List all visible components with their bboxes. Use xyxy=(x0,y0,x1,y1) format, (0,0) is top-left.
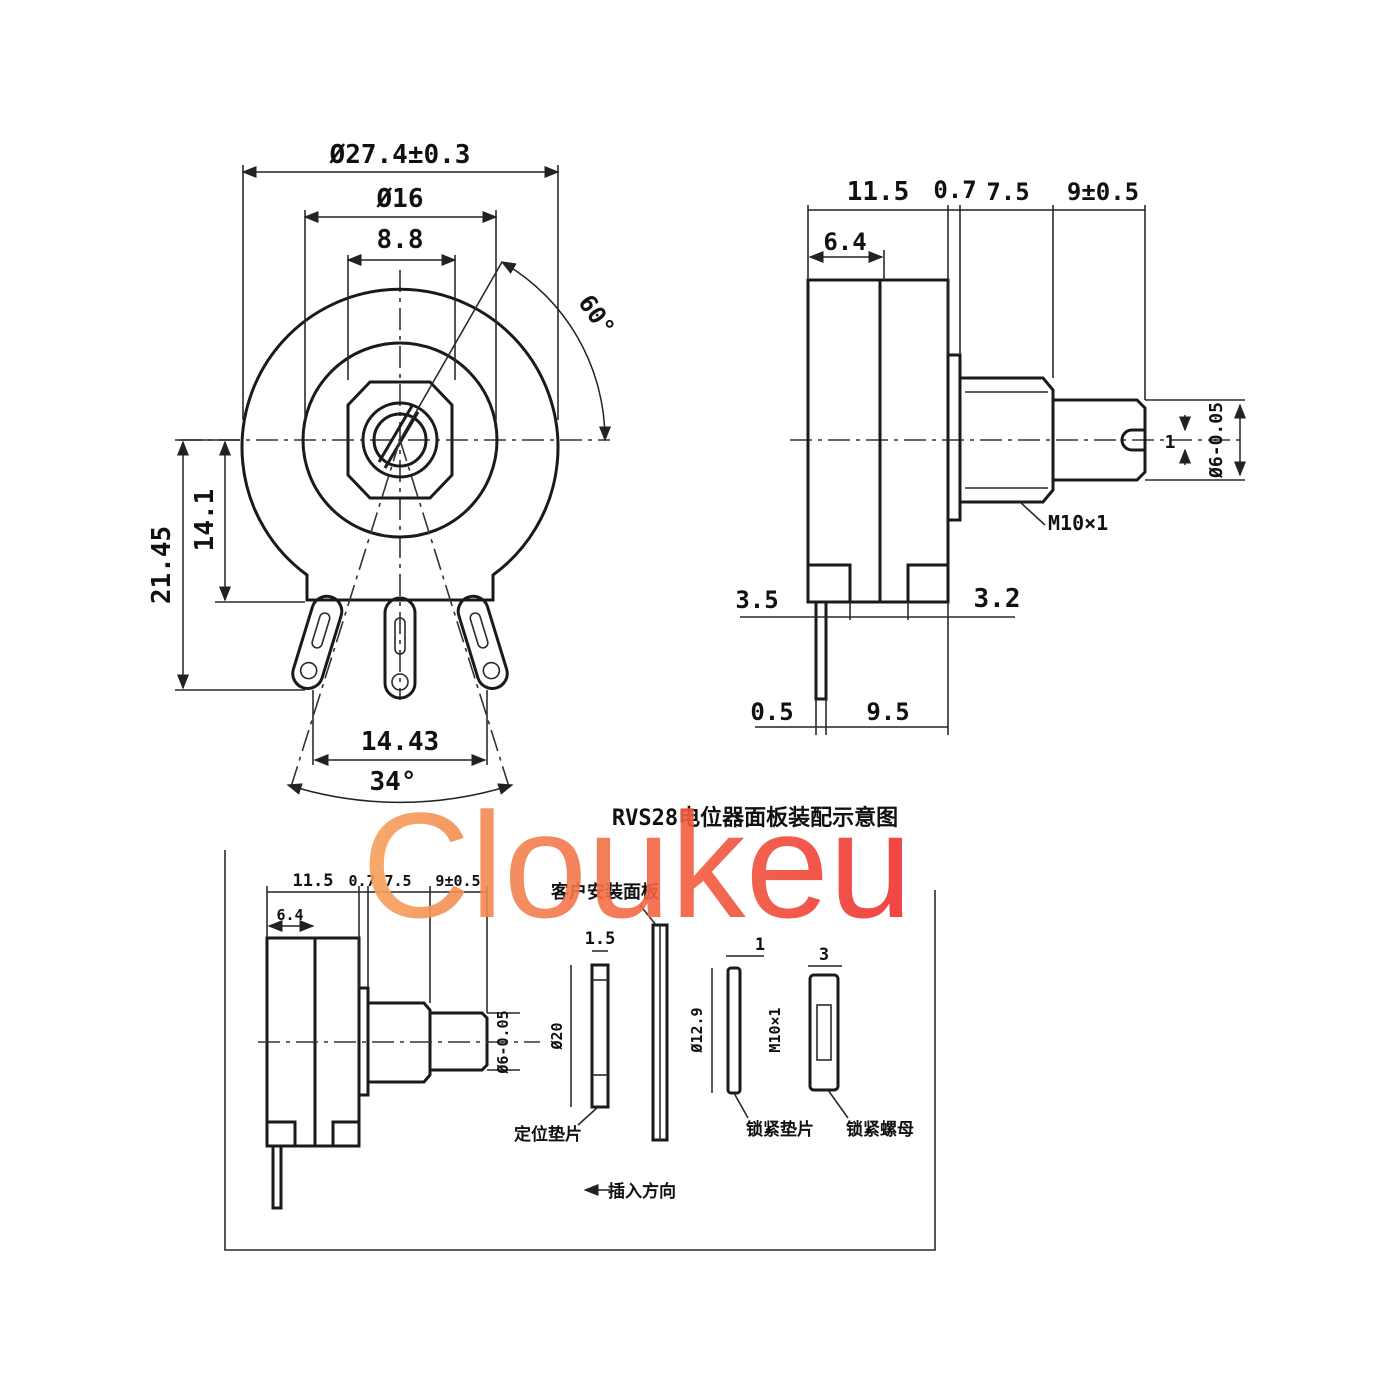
front-shaft-inner xyxy=(372,412,428,468)
front-pin-left-slot xyxy=(311,612,331,649)
asm-lock-width: 3 xyxy=(819,945,829,965)
front-shaft-outer xyxy=(361,401,439,479)
front-pin-center xyxy=(383,596,417,700)
dim-angle-top: 60° xyxy=(573,290,621,342)
front-pin-center-hole xyxy=(391,673,409,691)
asm-label-insert: 插入方向 xyxy=(608,1181,676,1202)
asm-dim-shaft: Ø6-0.05 xyxy=(494,1010,512,1074)
front-pin-left-body xyxy=(291,594,344,690)
front-inner-circle xyxy=(301,341,499,539)
asm-foot-left xyxy=(265,1120,297,1148)
asm-washer-thickness: 1.5 xyxy=(585,929,616,949)
side-pin-offset-left: 3.5 xyxy=(735,586,778,614)
asm-dim-d4: 9±0.5 xyxy=(435,872,480,890)
asm-lock-nut-bore xyxy=(816,1004,832,1061)
side-half-body: 6.4 xyxy=(823,228,866,256)
front-pin-center-body xyxy=(383,596,417,700)
side-slot-width: 1 xyxy=(1165,432,1176,453)
asm-lock-washer-leader xyxy=(733,1092,749,1119)
side-bushing-thread: M10×1 xyxy=(1048,511,1108,535)
side-shaft-diameter: Ø6-0.05 xyxy=(1206,402,1227,479)
asm-lock-thread: M10×1 xyxy=(766,1007,784,1052)
asm-label-nut: 锁紧垫片 xyxy=(746,1119,814,1140)
asm-dim-d1: 11.5 xyxy=(293,871,334,891)
side-len-bushing: 7.5 xyxy=(986,178,1029,206)
side-pin-span: 9.5 xyxy=(866,698,909,726)
side-shaft xyxy=(1051,398,1147,482)
side-flange xyxy=(946,353,962,522)
side-len-flange: 0.7 xyxy=(933,176,976,204)
side-len-body: 11.5 xyxy=(847,177,910,207)
asm-washer-diameter: Ø20 xyxy=(548,1022,566,1050)
front-outer-body xyxy=(240,287,560,602)
watermark-text: Cloukeu xyxy=(362,781,912,949)
dim-flat-width: 8.8 xyxy=(377,225,424,255)
asm-dim-d3: 7.5 xyxy=(384,872,411,890)
front-pin-left-hole xyxy=(299,661,318,680)
asm-lock-nut xyxy=(808,973,840,1092)
dim-height-body: 14.1 xyxy=(190,489,220,552)
dim-pin-angle-ray-right xyxy=(399,439,511,791)
asm-nut-thickness: 1 xyxy=(755,935,765,955)
dim-pin-angle-arc xyxy=(286,783,514,804)
asm-label-lock: 锁紧螺母 xyxy=(846,1119,914,1140)
asm-bushing xyxy=(366,1001,432,1084)
front-shaft-slot-b xyxy=(377,405,414,463)
dim-pin-angle: 34° xyxy=(370,767,417,797)
asm-dim-d5: 6.4 xyxy=(276,906,303,924)
front-bushing-outline xyxy=(346,380,454,500)
assembly-title: RVS28电位器面板装配示意图 xyxy=(612,805,898,831)
side-thread-leader xyxy=(1019,501,1046,526)
dim-angle-arc xyxy=(500,261,612,442)
dim-pin-spacing: 14.43 xyxy=(361,727,439,757)
dim-angle-ray xyxy=(399,261,503,441)
side-bushing xyxy=(958,376,1055,504)
asm-foot-right xyxy=(331,1120,361,1148)
asm-panel-leader xyxy=(639,904,657,926)
asm-label-washer: 定位垫片 xyxy=(514,1124,582,1145)
front-pin-left xyxy=(291,594,344,690)
dim-body-diameter: Ø16 xyxy=(376,184,424,214)
asm-pin xyxy=(271,1144,283,1210)
dim-pin-angle-ray-left xyxy=(289,439,401,791)
asm-dim-d2: 0.7 xyxy=(348,872,375,890)
side-body xyxy=(806,278,950,604)
front-pin-right-hole xyxy=(482,661,501,680)
side-pin xyxy=(814,600,828,701)
side-shaft-slot xyxy=(1120,428,1145,452)
asm-label-panel: 客户安装面板 xyxy=(551,881,660,903)
side-pin-thickness: 0.5 xyxy=(750,698,793,726)
front-pin-right-body xyxy=(456,594,509,690)
dim-height-total: 21.45 xyxy=(147,526,177,604)
front-view: Ø27.4±0.3 Ø16 8.8 60° 21.45 14.1 14.43 3… xyxy=(147,140,621,804)
assembly-view: RVS28电位器面板装配示意图 11.5 0.7 7.5 9±0.5 6.4 Ø… xyxy=(224,805,936,1251)
front-shaft-slot-a xyxy=(383,411,420,469)
front-pin-right-slot xyxy=(469,612,489,649)
side-pin-offset-right: 3.2 xyxy=(974,584,1021,614)
asm-shaft xyxy=(428,1011,489,1072)
asm-lock-nut-leader xyxy=(827,1089,849,1119)
front-pin-right xyxy=(456,594,509,690)
front-pin-center-slot xyxy=(394,617,406,655)
dim-outer-diameter: Ø27.4±0.3 xyxy=(329,140,471,170)
asm-lock-washer xyxy=(726,966,742,1095)
assembly-frame xyxy=(224,850,936,1251)
asm-nut-diameter: Ø12.9 xyxy=(688,1007,706,1053)
side-foot-left xyxy=(806,563,852,604)
asm-washer-leader xyxy=(577,1106,599,1126)
asm-washer xyxy=(590,963,610,1109)
side-foot-right xyxy=(906,563,950,604)
side-view: 11.5 0.7 7.5 9±0.5 6.4 Ø6-0.05 1 M10×1 3… xyxy=(735,176,1246,735)
side-len-shaft: 9±0.5 xyxy=(1067,178,1139,206)
